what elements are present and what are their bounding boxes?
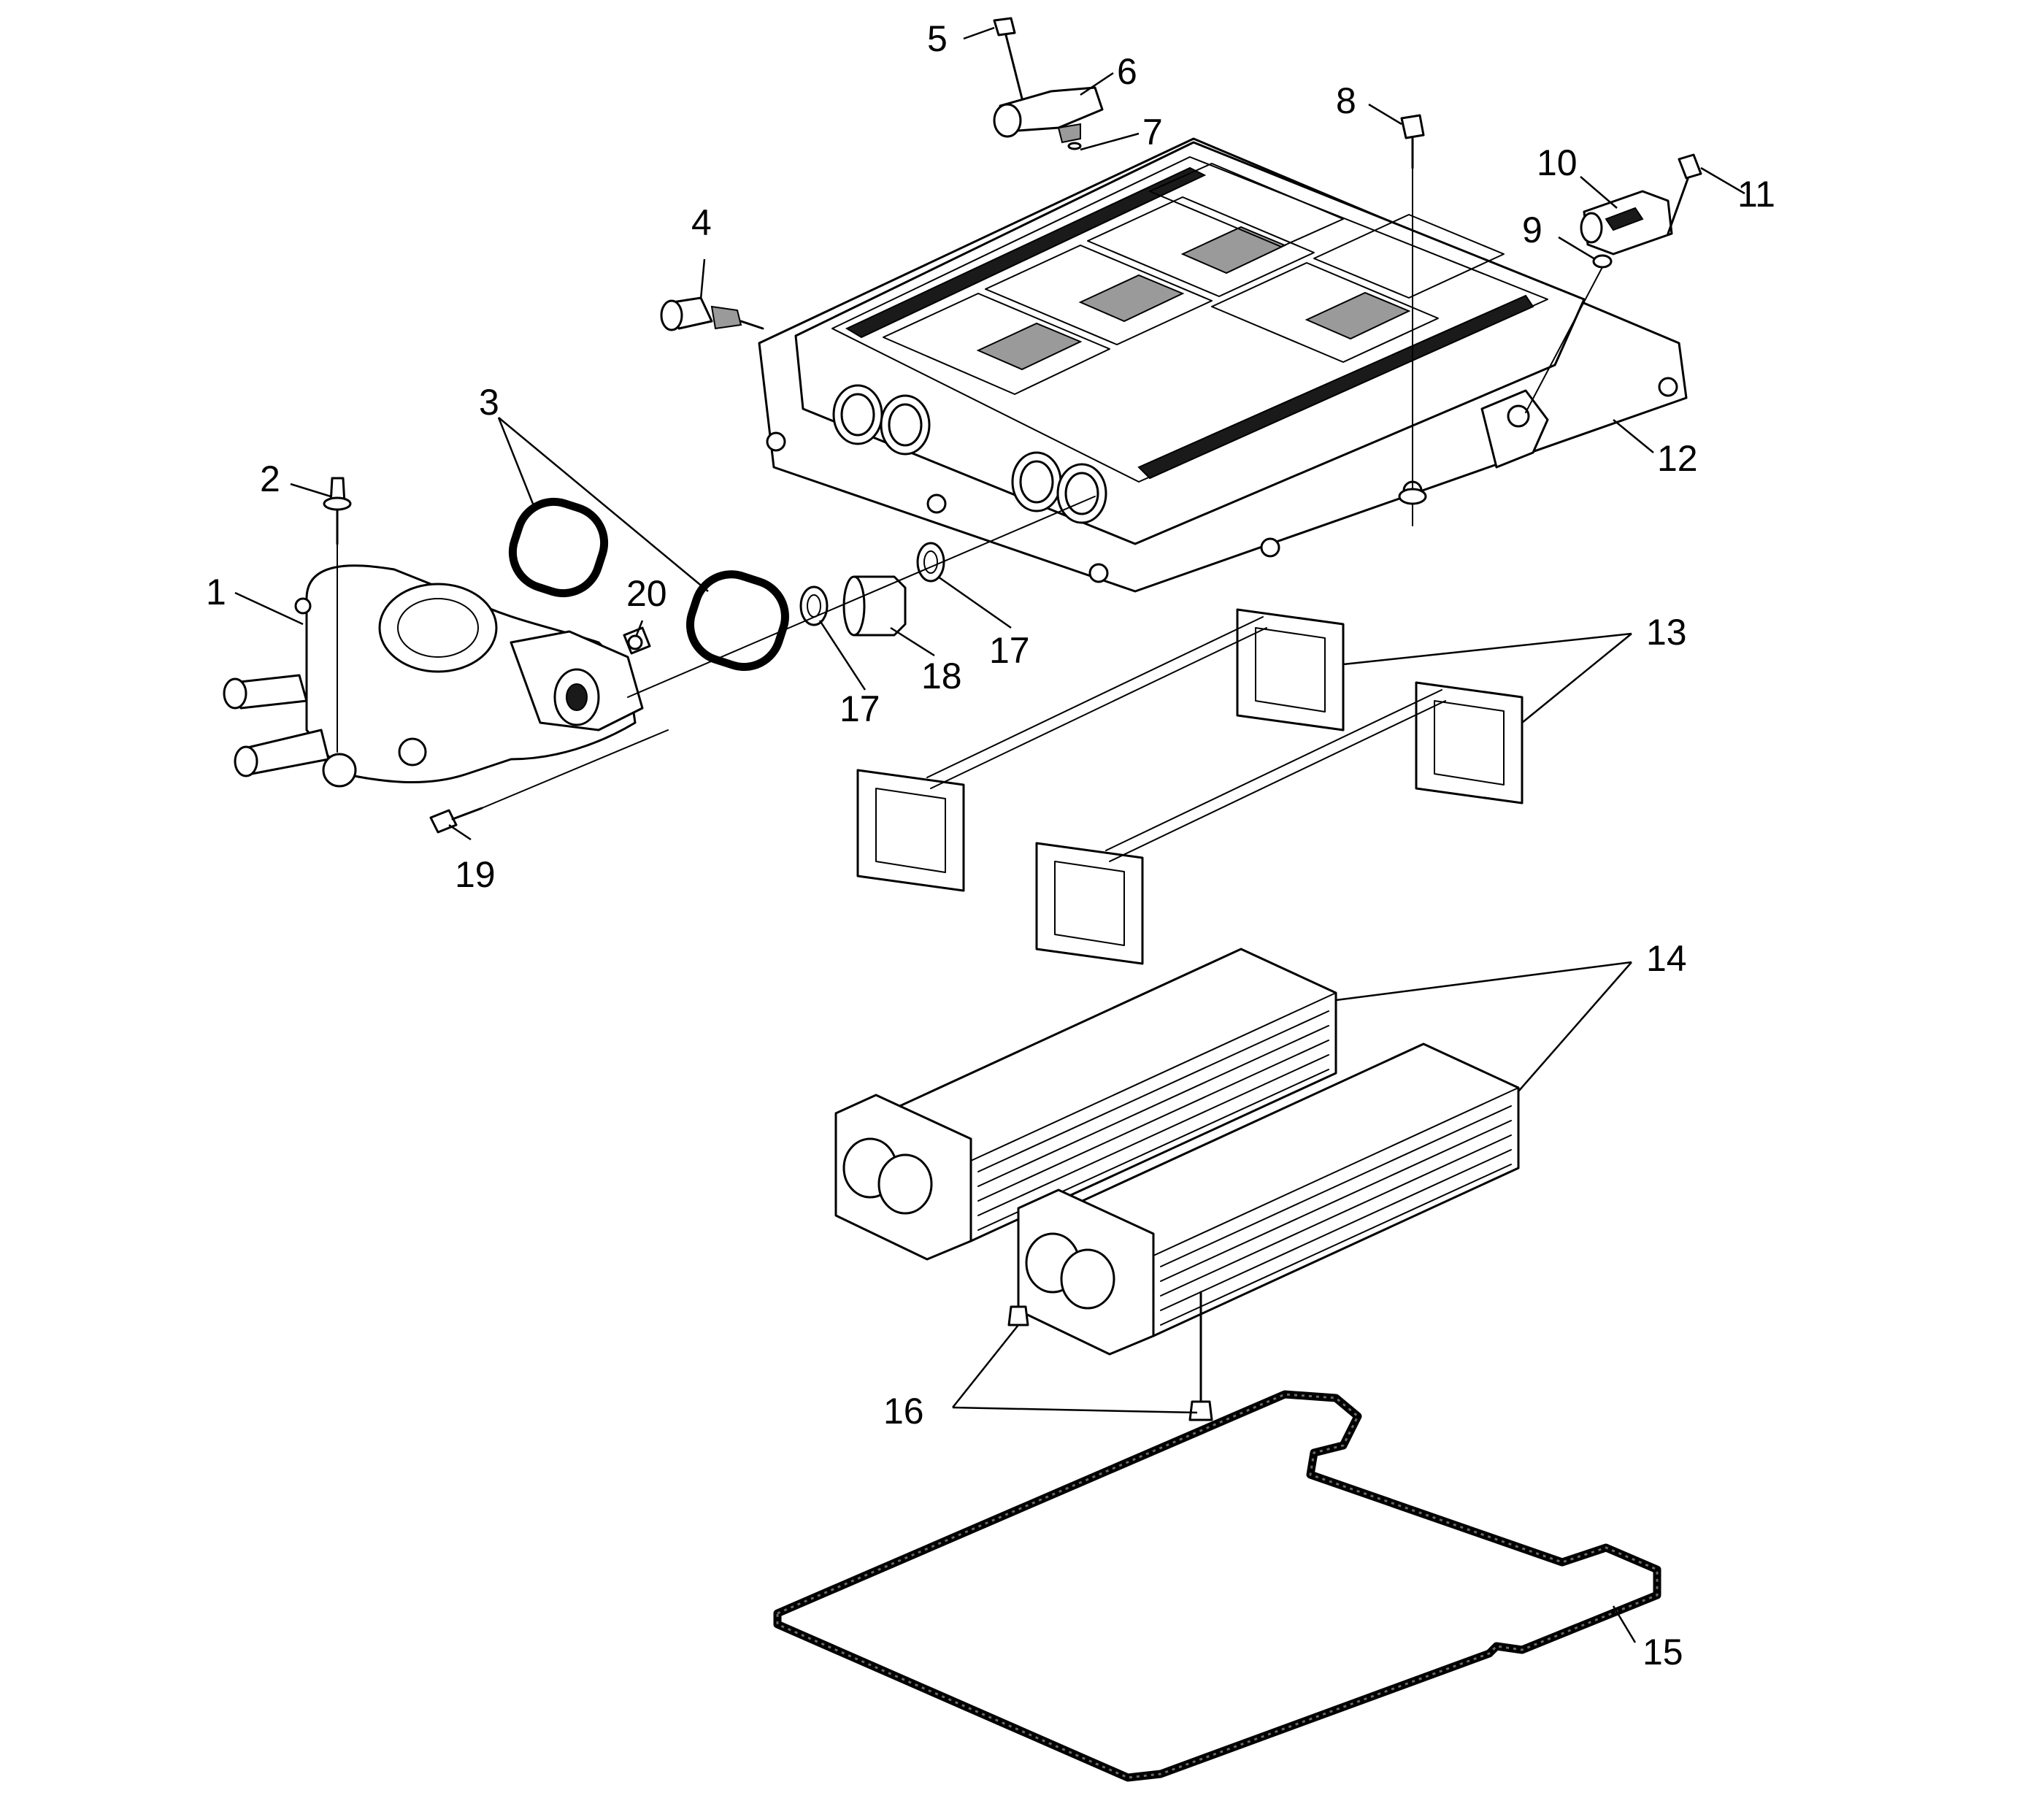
- callout-12: 12: [1657, 438, 1698, 479]
- bolts-16: [1007, 1254, 1213, 1421]
- coolant-fitting-seals: [799, 542, 945, 637]
- callout-14: 14: [1646, 938, 1687, 979]
- callout-16: 16: [883, 1391, 924, 1432]
- callout-6: 6: [1117, 51, 1137, 92]
- bolt-2: [323, 477, 352, 753]
- callout-8: 8: [1336, 80, 1356, 121]
- callout-5: 5: [927, 18, 948, 59]
- throttle-body-assembly: [223, 564, 644, 788]
- callout-4: 4: [691, 202, 712, 243]
- callout-15: 15: [1642, 1632, 1683, 1672]
- leader-lines: [234, 26, 1745, 1643]
- callout-10: 10: [1537, 142, 1578, 183]
- bolt-8: [1398, 114, 1427, 526]
- callout-17-right: 17: [989, 630, 1030, 671]
- callout-19: 19: [455, 854, 496, 895]
- callout-3: 3: [479, 382, 499, 423]
- callout-9: 9: [1522, 210, 1542, 250]
- inlet-gaskets-3: [508, 497, 789, 672]
- callout-labels: 1 2 3 4 5 6 7 8 9 10 11 12 13 14 15 16 1…: [206, 18, 1775, 1672]
- callout-2: 2: [260, 458, 280, 499]
- assembly-lines: [481, 496, 1096, 809]
- lower-gasket-15: [773, 1390, 1661, 1782]
- callout-18: 18: [921, 656, 962, 696]
- callout-20: 20: [626, 573, 667, 614]
- callout-1: 1: [206, 572, 226, 612]
- fitting-20: [623, 626, 651, 655]
- sensor-4: [660, 296, 764, 331]
- intercooler-bricks-14: [834, 948, 1520, 1356]
- callout-17-left: 17: [840, 688, 880, 729]
- callout-7: 7: [1142, 112, 1163, 153]
- supercharger-lid-assembly: [758, 137, 1688, 593]
- bolt-19: [429, 807, 483, 834]
- callout-11: 11: [1737, 174, 1775, 215]
- map-sensor-10: [1525, 153, 1702, 413]
- callout-13: 13: [1646, 612, 1687, 653]
- intercooler-seals-13: [856, 608, 1524, 965]
- sensor-6-bolt-5: [993, 17, 1104, 150]
